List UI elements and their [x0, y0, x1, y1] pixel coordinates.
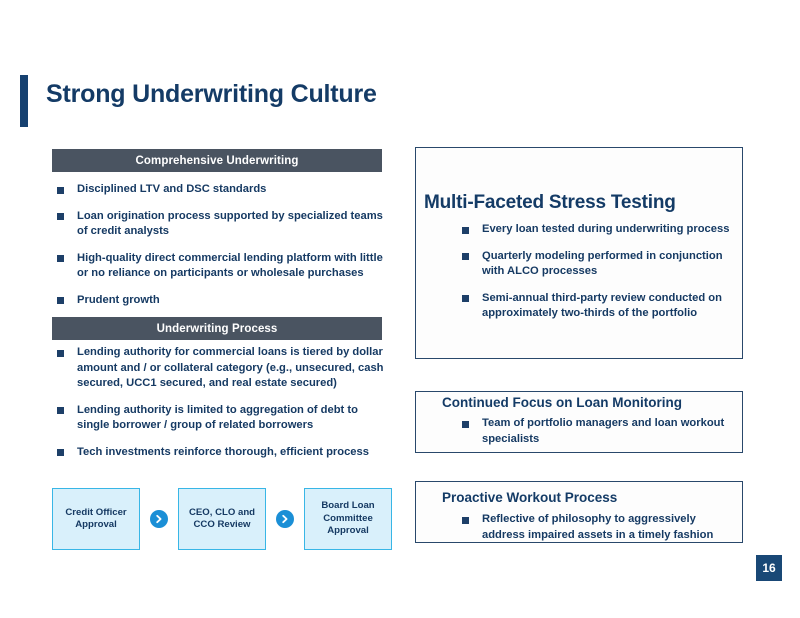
- panel-title-proactive-workout-process: Proactive Workout Process: [442, 490, 618, 505]
- list-item: Prudent growth: [55, 293, 385, 309]
- panel-title-stress-testing: Multi-Faceted Stress Testing: [424, 192, 676, 213]
- square-bullet-icon: [462, 226, 469, 234]
- square-bullet-icon: [57, 255, 64, 262]
- list-item-text: Every loan tested during underwriting pr…: [482, 223, 730, 235]
- page-title: Strong Underwriting Culture: [46, 80, 377, 108]
- list-item: Loan origination process supported by sp…: [55, 209, 385, 240]
- panel-multi-faceted-stress-testing: [415, 147, 743, 359]
- flow-step-ceo-clo-cco-review: CEO, CLO and CCO Review: [178, 488, 266, 550]
- list-item: Lending authority for commercial loans i…: [55, 345, 385, 392]
- square-bullet-icon: [57, 186, 64, 194]
- flow-arrow-2: [266, 510, 304, 528]
- list-item: Semi-annual third-party review conducted…: [460, 291, 735, 322]
- list-item: Every loan tested during underwriting pr…: [460, 222, 735, 238]
- bullet-list-comprehensive-underwriting: Disciplined LTV and DSC standards Loan o…: [55, 182, 385, 308]
- square-bullet-icon: [462, 295, 469, 302]
- chevron-right-circle-icon: [276, 510, 294, 528]
- section-header-underwriting-process: Underwriting Process: [52, 317, 382, 340]
- square-bullet-icon: [462, 420, 469, 428]
- list-item: Tech investments reinforce thorough, eff…: [55, 445, 385, 461]
- square-bullet-icon: [57, 449, 64, 456]
- list-item: High-quality direct commercial lending p…: [55, 251, 385, 282]
- panel-title-loan-monitoring: Continued Focus on Loan Monitoring: [442, 395, 682, 410]
- square-bullet-icon: [57, 297, 64, 304]
- approval-flow-diagram: Credit Officer Approval CEO, CLO and CCO…: [52, 487, 392, 551]
- square-bullet-icon: [462, 516, 469, 524]
- list-item-text: Lending authority is limited to aggregat…: [77, 403, 358, 432]
- flow-step-board-loan-committee-approval: Board Loan Committee Approval: [304, 488, 392, 550]
- list-item-text: Reflective of philosophy to aggressively…: [482, 513, 714, 541]
- square-bullet-icon: [462, 253, 469, 260]
- bullet-list-loan-monitoring: Team of portfolio managers and loan work…: [460, 416, 730, 458]
- section-header-comprehensive-underwriting: Comprehensive Underwriting: [52, 149, 382, 172]
- title-accent-bar: [20, 75, 28, 127]
- bullet-list-proactive-workout-process: Reflective of philosophy to aggressively…: [460, 512, 730, 554]
- list-item: Team of portfolio managers and loan work…: [460, 416, 730, 447]
- panel-continued-focus-on-loan-monitoring: [415, 391, 743, 453]
- list-item-text: Loan origination process supported by sp…: [77, 209, 383, 238]
- page-number-badge: 16: [756, 555, 782, 581]
- list-item: Reflective of philosophy to aggressively…: [460, 512, 730, 543]
- list-item: Lending authority is limited to aggregat…: [55, 403, 385, 434]
- bullet-list-stress-testing: Every loan tested during underwriting pr…: [460, 222, 735, 333]
- list-item-text: Team of portfolio managers and loan work…: [482, 417, 725, 445]
- list-item: Quarterly modeling performed in conjunct…: [460, 249, 735, 280]
- list-item-text: Quarterly modeling performed in conjunct…: [482, 249, 723, 278]
- square-bullet-icon: [57, 213, 64, 220]
- list-item-text: Lending authority for commercial loans i…: [77, 346, 384, 389]
- chevron-right-circle-icon: [150, 510, 168, 528]
- list-item-text: Prudent growth: [77, 293, 160, 306]
- list-item-text: Semi-annual third-party review conducted…: [482, 291, 722, 320]
- square-bullet-icon: [57, 349, 64, 357]
- list-item-text: Tech investments reinforce thorough, eff…: [77, 445, 369, 458]
- list-item-text: Disciplined LTV and DSC standards: [77, 183, 267, 195]
- square-bullet-icon: [57, 407, 64, 414]
- list-item-text: High-quality direct commercial lending p…: [77, 251, 383, 280]
- bullet-list-underwriting-process: Lending authority for commercial loans i…: [55, 345, 385, 460]
- panel-proactive-workout-process: [415, 481, 743, 543]
- flow-step-credit-officer-approval: Credit Officer Approval: [52, 488, 140, 550]
- list-item: Disciplined LTV and DSC standards: [55, 182, 385, 198]
- flow-arrow-1: [140, 510, 178, 528]
